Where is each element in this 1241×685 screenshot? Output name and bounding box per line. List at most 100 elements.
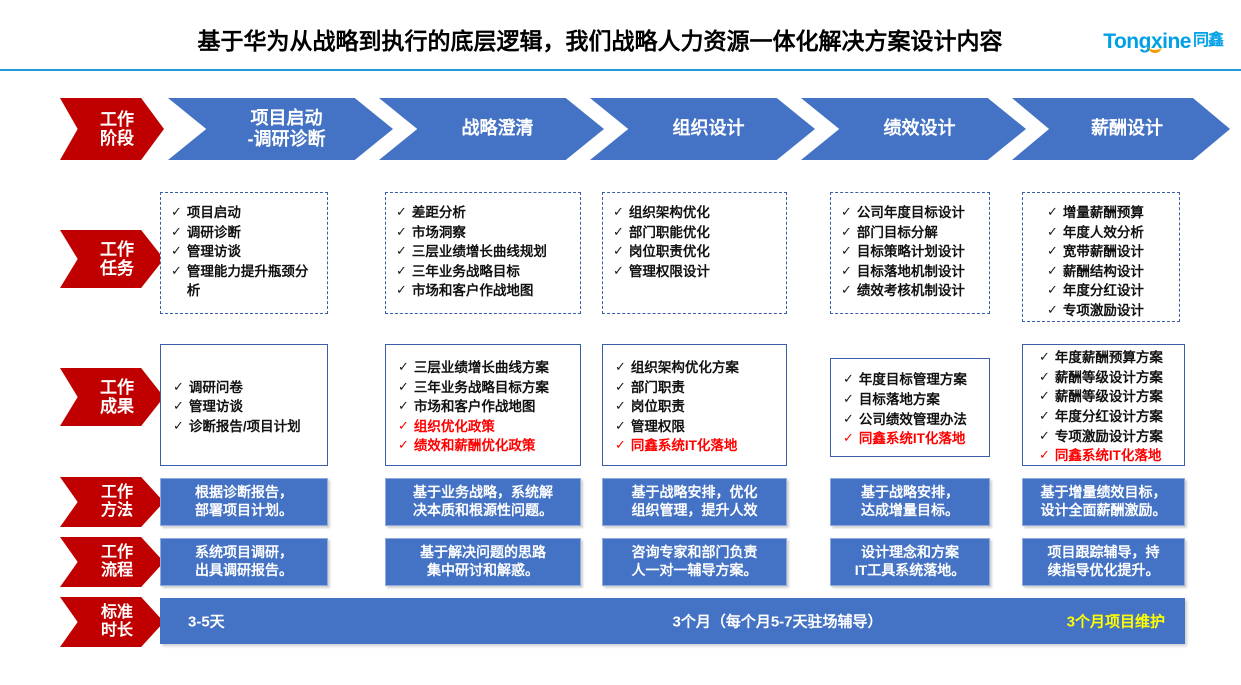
- task-item: ✓组织架构优化: [613, 204, 710, 220]
- row-label-duration: 标准 时长: [60, 597, 164, 647]
- method-box-2: 基于业务战略，系统解决本质和根源性问题。: [385, 478, 581, 526]
- check-icon: ✓: [615, 398, 626, 414]
- row-label-duration-line1: 标准: [100, 604, 133, 622]
- stage-5-line1: 薪酬设计: [1091, 118, 1163, 139]
- task-item: ✓市场和客户作战地图: [396, 282, 534, 299]
- row-label-methods: 工作 方法: [60, 477, 164, 527]
- check-icon: ✓: [398, 437, 409, 453]
- check-icon: ✓: [841, 204, 852, 219]
- task-item: ✓三层业绩增长曲线规划: [396, 243, 547, 260]
- process-text: 项目跟踪辅导，持续指导优化提升。: [1047, 544, 1160, 578]
- stage-arrow-2[interactable]: 战略澄清: [379, 98, 604, 160]
- check-icon: ✓: [841, 243, 852, 259]
- check-icon: ✓: [398, 398, 409, 414]
- process-box-5: 项目跟踪辅导，持续指导优化提升。: [1022, 538, 1185, 586]
- deliverable-item-highlight: ✓组织优化政策: [398, 417, 495, 434]
- check-icon: ✓: [1039, 408, 1050, 423]
- task-item: ✓目标落地机制设计: [841, 262, 965, 279]
- deliverable-item: ✓专项激励设计方案: [1039, 427, 1163, 444]
- deliverable-item: ✓诊断报告/项目计划: [173, 417, 301, 434]
- task-item: ✓公司年度目标设计: [841, 204, 965, 220]
- check-icon: ✓: [1039, 427, 1050, 443]
- check-icon: ✓: [615, 378, 626, 394]
- task-item: ✓差距分析: [396, 204, 466, 220]
- check-icon: ✓: [173, 417, 184, 433]
- stage-3-line1: 组织设计: [672, 118, 745, 139]
- row-label-deliverables: 工作 成果: [60, 368, 164, 426]
- stage-arrow-1[interactable]: 项目启动 -调研诊断: [168, 98, 393, 160]
- check-icon: ✓: [396, 282, 407, 298]
- check-icon: ✓: [171, 243, 182, 259]
- process-box-2: 基于解决问题的思路集中研讨和解惑。: [385, 538, 581, 586]
- check-icon: ✓: [1039, 388, 1050, 404]
- deliverable-item: ✓公司绩效管理办法: [843, 410, 967, 427]
- task-box-2: ✓差距分析 ✓市场洞察 ✓三层业绩增长曲线规划 ✓三年业务战略目标 ✓市场和客户…: [385, 192, 581, 314]
- brand-logo: Tongxine 同鑫: [1103, 28, 1224, 54]
- check-icon: ✓: [396, 262, 407, 278]
- method-text: 基于业务战略，系统解决本质和根源性问题。: [413, 484, 553, 518]
- task-item: ✓薪酬结构设计: [1047, 262, 1144, 279]
- check-icon: ✓: [843, 410, 854, 426]
- task-item: ✓目标策略计划设计: [841, 243, 965, 260]
- deliverable-box-4: ✓年度目标管理方案 ✓目标落地方案 ✓公司绩效管理办法 ✓同鑫系统IT化落地: [830, 358, 990, 457]
- row-label-methods-line1: 工作: [100, 484, 133, 502]
- deliverable-item-highlight: ✓同鑫系统IT化落地: [1039, 447, 1162, 464]
- method-box-5: 基于增量绩效目标，设计全面薪酬激励。: [1022, 478, 1185, 526]
- row-label-tasks-line2: 任务: [100, 259, 134, 278]
- row-label-deliverables-line2: 成果: [100, 397, 134, 416]
- task-item: ✓调研诊断: [171, 223, 241, 240]
- deliverable-box-5: ✓年度薪酬预算方案 ✓薪酬等级设计方案 ✓薪酬等级设计方案 ✓年度分红设计方案 …: [1022, 344, 1185, 466]
- stage-arrow-5[interactable]: 薪酬设计: [1012, 98, 1230, 160]
- stage-1-line2: -调研诊断: [247, 129, 326, 149]
- slide-header: 基于华为从战略到执行的底层逻辑，我们战略人力资源一体化解决方案设计内容 Tong…: [0, 0, 1241, 71]
- row-label-methods-line2: 方法: [100, 502, 133, 519]
- deliverable-item: ✓目标落地方案: [843, 390, 940, 407]
- duration-middle: 3个月（每个月5-7天驻场辅导）: [672, 613, 883, 631]
- check-icon: ✓: [843, 371, 854, 387]
- row-label-duration-line2: 时长: [100, 622, 133, 639]
- method-box-3: 基于战略安排，优化组织管理，提升人效: [602, 478, 787, 526]
- check-icon: ✓: [398, 378, 409, 394]
- check-icon: ✓: [841, 282, 852, 298]
- deliverable-item: ✓薪酬等级设计方案: [1039, 388, 1163, 405]
- task-item: ✓管理权限设计: [613, 262, 710, 279]
- deliverable-item: ✓年度目标管理方案: [843, 371, 967, 388]
- logo-wordmark: Tongxine: [1103, 29, 1191, 53]
- check-icon: ✓: [396, 223, 407, 239]
- stage-arrow-3[interactable]: 组织设计: [590, 98, 815, 160]
- task-item: ✓专项激励设计: [1047, 301, 1144, 318]
- deliverable-item: ✓薪酬等级设计方案: [1039, 368, 1163, 385]
- task-item: ✓部门职能优化: [613, 223, 710, 240]
- process-box-1: 系统项目调研，出具调研报告。: [160, 538, 328, 586]
- check-icon: ✓: [843, 430, 854, 446]
- deliverable-box-3: ✓组织架构优化方案 ✓部门职责 ✓岗位职责 ✓管理权限 ✓同鑫系统IT化落地: [602, 344, 787, 466]
- logo-chinese-name: 同鑫: [1192, 32, 1224, 49]
- task-item: ✓年度人效分析: [1047, 223, 1144, 240]
- check-icon: ✓: [1047, 282, 1058, 298]
- row-label-stage: 工作 阶段: [60, 98, 164, 160]
- task-item: ✓三年业务战略目标: [396, 262, 520, 279]
- task-item: ✓年度分红设计: [1047, 282, 1144, 299]
- deliverable-item: ✓三年业务战略目标方案: [398, 378, 549, 395]
- check-icon: ✓: [843, 390, 854, 406]
- stage-1-line1: 项目启动: [250, 107, 323, 128]
- check-icon: ✓: [613, 204, 624, 219]
- deliverable-item: ✓部门职责: [615, 378, 685, 395]
- deliverable-item: ✓市场和客户作战地图: [398, 398, 536, 415]
- check-icon: ✓: [841, 262, 852, 278]
- check-icon: ✓: [1047, 243, 1058, 259]
- stage-2-line1: 战略澄清: [461, 118, 534, 139]
- check-icon: ✓: [615, 437, 626, 453]
- check-icon: ✓: [1047, 262, 1058, 278]
- check-icon: ✓: [171, 223, 182, 239]
- deliverable-item: ✓年度薪酬预算方案: [1039, 349, 1163, 366]
- task-item: ✓增量薪酬预算: [1047, 204, 1144, 220]
- check-icon: ✓: [613, 223, 624, 239]
- task-item: ✓管理访谈: [171, 243, 241, 260]
- task-box-4: ✓公司年度目标设计 ✓部门目标分解 ✓目标策略计划设计 ✓目标落地机制设计 ✓绩…: [830, 192, 990, 314]
- process-text: 系统项目调研，出具调研报告。: [195, 544, 293, 578]
- stage-arrow-4[interactable]: 绩效设计: [801, 98, 1026, 160]
- method-text: 基于战略安排，优化组织管理，提升人效: [631, 484, 758, 518]
- method-text: 根据诊断报告，部署项目计划。: [195, 484, 293, 518]
